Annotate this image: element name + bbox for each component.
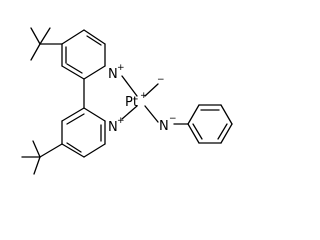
charge-pt: + xyxy=(140,91,148,101)
pt-n3-bond xyxy=(144,105,159,123)
phenyl-ring xyxy=(187,104,233,144)
atom-pt: Pt xyxy=(125,95,138,110)
charge-n1: + xyxy=(117,63,125,73)
atom-n2: N xyxy=(108,120,118,135)
charge-methyl: − xyxy=(157,75,165,85)
pyridine-ring-lower xyxy=(61,107,106,158)
charge-n3: − xyxy=(169,114,177,124)
methyl-bond xyxy=(144,83,159,97)
tert-butyl-group-lower xyxy=(21,140,63,175)
n2-pt-bond xyxy=(121,105,138,120)
n1-pt-bond xyxy=(121,75,138,97)
atom-n1: N xyxy=(108,67,118,82)
chemical-structure: N + N + Pt + − N − xyxy=(21,27,233,175)
charge-n2: + xyxy=(117,116,125,126)
pyridine-ring-upper xyxy=(61,29,106,80)
tert-butyl-group-upper xyxy=(30,27,63,61)
atom-n3: N xyxy=(159,119,169,134)
